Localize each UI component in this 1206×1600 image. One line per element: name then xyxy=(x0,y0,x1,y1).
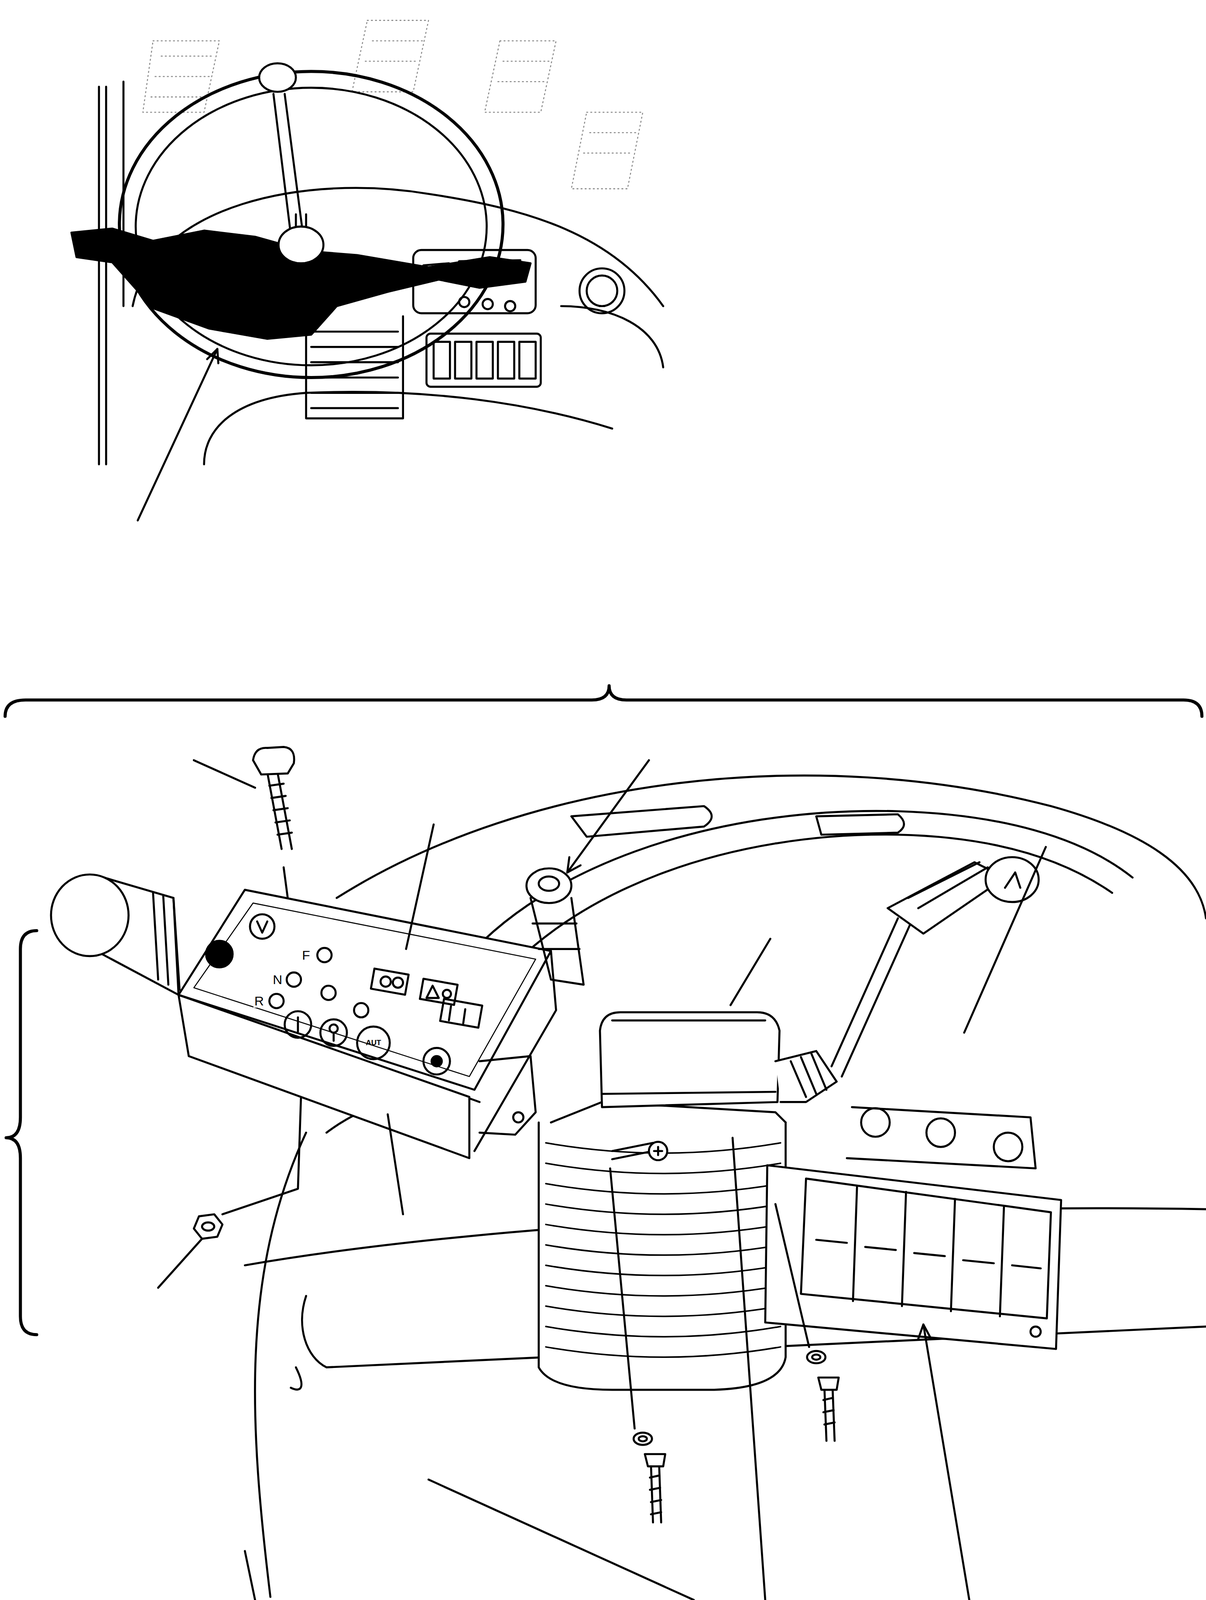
panel-marking: N xyxy=(271,973,284,987)
panel-marking: R xyxy=(253,994,265,1008)
panel-marking: F xyxy=(301,949,311,963)
exploded-view xyxy=(5,685,1206,1600)
panel-marking: AUT xyxy=(364,1039,382,1047)
cab-view xyxy=(71,20,664,521)
